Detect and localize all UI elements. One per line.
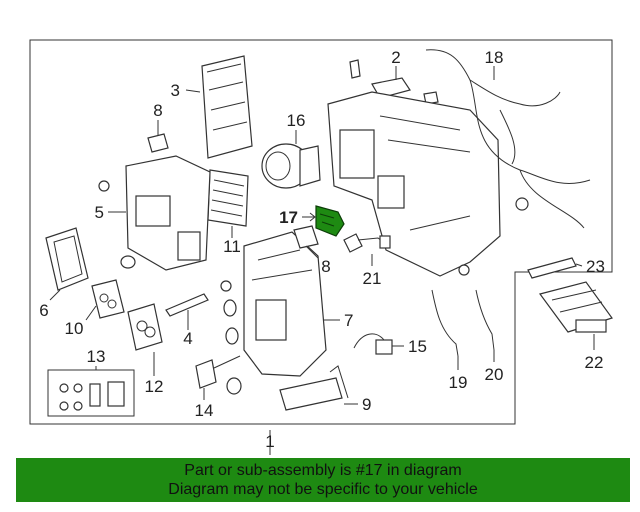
hvac-main-housing xyxy=(327,91,501,277)
diagram-frame xyxy=(29,39,613,425)
callout-17: 17 xyxy=(279,208,298,227)
callout-8-upper: 8 xyxy=(153,101,162,120)
callout-6: 6 xyxy=(39,301,48,320)
part-21-sensor xyxy=(343,233,391,253)
callout-7: 7 xyxy=(344,311,353,330)
part-10-gasket xyxy=(91,279,125,319)
callout-23: 23 xyxy=(586,257,605,276)
callout-14: 14 xyxy=(195,401,214,420)
part-8-upper xyxy=(147,133,169,153)
callout-16: 16 xyxy=(287,111,306,130)
part-18-wiring-harness xyxy=(425,49,591,229)
part-23-seal xyxy=(527,257,577,279)
part-4-strip xyxy=(165,293,209,317)
callout-8-lower: 8 xyxy=(321,257,330,276)
banner-line-2: Diagram may not be specific to your vehi… xyxy=(168,481,478,498)
part-7-housing-center xyxy=(243,231,327,377)
part-19-drain-hose xyxy=(431,289,459,357)
callout-12: 12 xyxy=(145,377,164,396)
callout-2: 2 xyxy=(391,48,400,67)
part-17-highlighted[interactable] xyxy=(315,205,345,237)
callout-20: 20 xyxy=(485,365,504,384)
callout-4: 4 xyxy=(183,329,192,348)
info-banner: Part or sub-assembly is #17 in diagram D… xyxy=(16,458,630,502)
part-3-filter xyxy=(201,55,253,159)
callout-15: 15 xyxy=(408,337,427,356)
callout-10: 10 xyxy=(65,319,84,338)
part-14-actuator xyxy=(195,355,241,389)
part-12-gasket xyxy=(127,303,163,351)
clip-b xyxy=(423,91,439,105)
callout-9: 9 xyxy=(362,395,371,414)
part-15-harness xyxy=(353,333,393,355)
callout-labels: 1 2 3 4 5 6 7 8 8 9 10 11 12 13 14 15 16… xyxy=(39,48,605,451)
grommet-a xyxy=(220,280,232,292)
part-5-housing-left xyxy=(98,155,211,271)
grommet-right xyxy=(515,197,529,211)
part-9-heater-core xyxy=(279,365,349,411)
part-13-hardware-kit xyxy=(47,369,135,417)
leader-lines xyxy=(49,66,595,455)
callout-3: 3 xyxy=(171,81,180,100)
callout-1: 1 xyxy=(265,432,274,451)
part-20-drain-hose xyxy=(475,289,495,351)
grommet-d xyxy=(226,377,242,395)
banner-line-1: Part or sub-assembly is #17 in diagram xyxy=(184,462,462,479)
part-22-evaporator xyxy=(538,281,613,333)
part-11-filter-block xyxy=(207,169,249,227)
clip-a xyxy=(349,59,361,79)
callout-13: 13 xyxy=(87,347,106,366)
part-6-gasket xyxy=(45,227,89,291)
callout-22: 22 xyxy=(585,353,604,372)
part-8-lower xyxy=(293,225,319,249)
callout-21: 21 xyxy=(363,269,382,288)
grommet-b xyxy=(223,299,237,317)
part-16-blower-motor xyxy=(261,143,321,189)
callout-18: 18 xyxy=(485,48,504,67)
callout-5: 5 xyxy=(95,203,104,222)
callout-19: 19 xyxy=(449,373,468,392)
grommet-c xyxy=(225,327,239,345)
callout-11: 11 xyxy=(223,237,241,256)
